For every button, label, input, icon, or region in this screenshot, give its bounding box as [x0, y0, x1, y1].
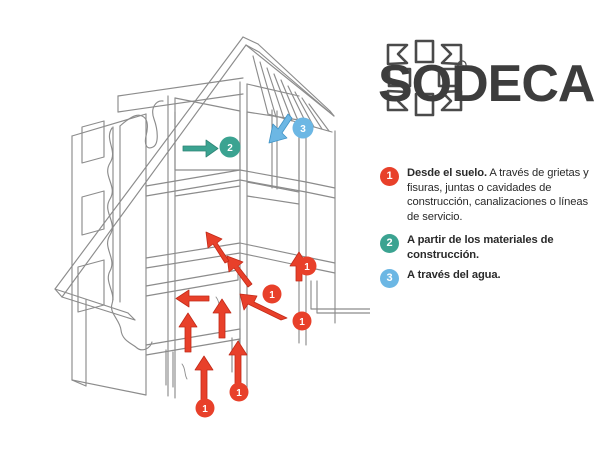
- svg-text:1: 1: [304, 262, 310, 273]
- svg-text:1: 1: [236, 388, 242, 399]
- wall-crack-line: [107, 100, 164, 351]
- badge-1-ground-left: 1: [195, 398, 215, 418]
- legend-badge-2: 2: [380, 234, 399, 254]
- badge-1-ground-middle: 1: [229, 382, 249, 402]
- legend-text-3: A través del agua.: [407, 268, 501, 281]
- svg-text:1: 1: [299, 317, 305, 328]
- legend-list: 1 Desde el suelo. A través de grietas y …: [380, 166, 595, 288]
- legend-text-1: Desde el suelo. A través de grietas y fi…: [407, 166, 595, 224]
- arrow-through-water: [268, 113, 293, 144]
- badge-3-water: 3: [292, 117, 314, 139]
- legend-body-1: A través de grietas y fisuras, juntas o …: [407, 167, 589, 223]
- brand-wordmark: SODECA: [378, 55, 594, 113]
- fan-pinwheel-icon: [386, 39, 463, 117]
- house-structure-lines: [54, 36, 371, 399]
- house-wireframe-svg: 1 1 1 1 1: [54, 36, 371, 418]
- svg-text:1: 1: [202, 404, 208, 415]
- legend-badge-1: 1: [380, 167, 399, 186]
- legend-item-1: 1 Desde el suelo. A través de grietas y …: [380, 166, 595, 224]
- brand-logo: R SODECA: [376, 28, 594, 128]
- legend-item-2: 2 A partir de los materiales de construc…: [380, 233, 595, 262]
- house-illustration: 1 1 1 1 1: [54, 36, 371, 418]
- badge-1-right-pipe: 1: [297, 256, 317, 276]
- legend-text-2: A partir de los materiales de construcci…: [407, 234, 554, 261]
- svg-text:2: 2: [227, 143, 233, 154]
- svg-text:3: 3: [300, 124, 306, 135]
- badge-1-diagonal-low: 1: [292, 311, 312, 331]
- arrow-material-construction: [182, 139, 219, 158]
- svg-text:R: R: [460, 64, 464, 70]
- legend-badge-3: 3: [380, 268, 399, 288]
- legend-lead-1: Desde el suelo.: [407, 167, 487, 179]
- legend-item-3: 3 A través del agua.: [380, 268, 595, 288]
- sodeca-logo-svg: R SODECA: [378, 39, 594, 117]
- badge-1-diagonal-mid: 1: [262, 284, 282, 304]
- registered-trademark-icon: R: [457, 60, 467, 70]
- info-panel: R SODECA 1 Desde el suelo. A través de g…: [370, 0, 600, 449]
- svg-text:1: 1: [269, 290, 275, 301]
- illustration-badges: 1 1 1 1 1: [195, 117, 317, 418]
- badge-2-materials: 2: [219, 136, 241, 158]
- arrows-from-ground: [175, 231, 309, 401]
